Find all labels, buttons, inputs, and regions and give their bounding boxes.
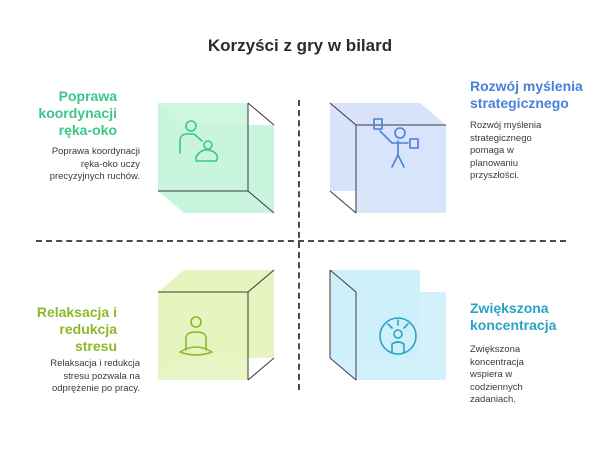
vertical-divider	[298, 100, 300, 390]
cube-bottom-left	[158, 269, 275, 381]
quadrant-top-left-title: Poprawa koordynacji ręka-oko	[38, 88, 117, 138]
cube-top-left	[158, 102, 275, 214]
strategy-person-icon	[373, 118, 419, 168]
focus-person-icon	[379, 317, 417, 355]
quadrant-top-right-description: Rozwój myślenia strategicznego pomaga w …	[470, 120, 542, 181]
quadrant-bottom-right-title: Zwiększona koncentracja	[470, 300, 557, 333]
cube-top-right	[329, 102, 446, 214]
page-title: Korzyści z gry w bilard	[207, 36, 393, 55]
quadrant-top-right-title: Rozwój myślenia strategicznego	[470, 78, 583, 111]
meditation-icon	[179, 316, 213, 356]
juggling-person-icon	[179, 120, 219, 162]
quadrant-bottom-left-title: Relaksacja i redukcja stresu	[36, 304, 117, 354]
quadrant-bottom-right-description: Zwiększona koncentracja wspiera w codzie…	[470, 344, 524, 405]
quadrant-bottom-left-description: Relaksacja i redukcja stresu pozwala na …	[50, 358, 140, 394]
horizontal-divider	[36, 240, 566, 242]
cube-bottom-right	[329, 269, 446, 381]
quadrant-top-left-description: Poprawa koordynacji ręka-oko uczy precyz…	[49, 146, 140, 182]
